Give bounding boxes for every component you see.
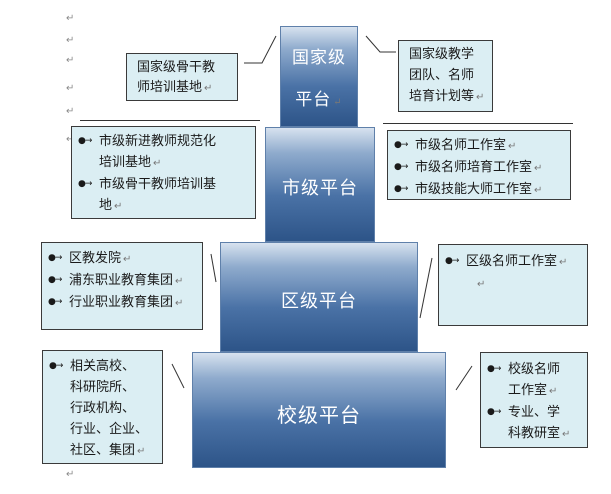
- paragraph-mark: ↵: [66, 106, 75, 117]
- list-item: 市级名师工作室↵: [388, 135, 570, 157]
- paragraph-mark: ↵: [534, 185, 543, 196]
- list-item: 相关高校、: [43, 356, 162, 377]
- paragraph-mark: ↵: [476, 92, 485, 103]
- list-item-text: 区级名师工作室: [466, 254, 558, 269]
- list-item-continued: 科研院所、: [43, 377, 162, 398]
- list-item: 校级名师: [481, 359, 587, 380]
- paragraph-mark: ↵: [123, 254, 132, 265]
- list-item-continued: 行业、企业、: [43, 419, 162, 440]
- list-item: 市级新进教师规范化: [72, 131, 255, 152]
- paragraph-mark: ↵: [66, 35, 75, 46]
- connector-district-left: [210, 253, 217, 283]
- district-right-box: 区级名师工作室↵ ↵: [438, 244, 588, 326]
- tier-school-label: 校级平台: [277, 403, 361, 427]
- list-item-text: 市级新进教师规范化: [99, 134, 217, 149]
- connector-school-left: [171, 363, 185, 389]
- national-right-note: 国家级教学 团队、名师 培育计划等↵: [398, 40, 493, 112]
- paragraph-mark: ↵: [204, 83, 213, 94]
- connector-national-left: [244, 35, 277, 64]
- paragraph-mark: ↵: [562, 429, 571, 440]
- district-left-box: 区教发院↵ 浦东职业教育集团↵ 行业职业教育集团↵: [41, 242, 203, 330]
- tier-school: 校级平台: [192, 352, 446, 468]
- paragraph-mark: ↵: [66, 469, 75, 480]
- list-item-text: 行政机构、: [70, 401, 136, 416]
- connector-school-right: [455, 365, 473, 391]
- list-item: 市级骨干教师培训基: [72, 174, 255, 195]
- paragraph-mark: ↵: [66, 13, 75, 24]
- city-right-box: 市级名师工作室↵ 市级名师培育工作室↵ 市级技能大师工作室↵: [387, 130, 571, 200]
- note-line: 国家级骨干教: [137, 60, 216, 75]
- paragraph-mark: ↵: [153, 158, 162, 169]
- connector-district-right: [419, 257, 433, 319]
- note-line: 培育计划等↵: [409, 86, 492, 108]
- note-line-text: 师培训基地: [137, 80, 203, 95]
- tier-district-label: 区级平台: [281, 291, 357, 312]
- paragraph-mark-line: ↵: [439, 273, 587, 295]
- note-line: 师培训基地↵: [137, 78, 237, 99]
- tier-national: 国家级 平台↵: [280, 26, 358, 127]
- list-item: 行业职业教育集团↵: [42, 292, 202, 314]
- tier-national-label-2: 平台↵: [281, 85, 357, 110]
- divider-right: [383, 123, 573, 124]
- paragraph-mark: ↵: [508, 141, 517, 152]
- list-item-text: 市级名师工作室: [415, 138, 507, 153]
- list-item-text: 相关高校、: [70, 359, 136, 374]
- list-item-text: 地: [99, 198, 113, 213]
- paragraph-mark: ↵: [175, 276, 184, 287]
- list-item-continued: 地↵: [72, 195, 255, 217]
- list-item-text: 社区、集团: [70, 443, 136, 458]
- list-item-text: 培训基地: [99, 155, 152, 170]
- note-line: 国家级教学: [409, 47, 475, 62]
- tier-national-label-1: 国家级: [292, 48, 346, 68]
- tier-district: 区级平台: [220, 242, 418, 352]
- list-item: 市级名师培育工作室↵: [388, 157, 570, 179]
- list-item-text: 专业、学: [508, 405, 561, 420]
- list-item-text: 工作室: [508, 383, 548, 398]
- list-item-continued: 培训基地↵: [72, 152, 255, 174]
- list-item-continued: 社区、集团↵: [43, 440, 162, 462]
- paragraph-mark: ↵: [333, 97, 343, 108]
- tier-city: 市级平台: [265, 127, 375, 242]
- paragraph-mark: ↵: [66, 135, 74, 145]
- paragraph-mark: ↵: [66, 83, 75, 94]
- list-item-continued: 行政机构、: [43, 398, 162, 419]
- note-line-text: 培育计划等: [409, 89, 475, 104]
- list-item-text: 行业职业教育集团: [69, 295, 174, 310]
- list-item-text: 市级名师培育工作室: [415, 160, 533, 175]
- paragraph-mark: ↵: [559, 257, 568, 268]
- list-item: 区级名师工作室↵: [439, 251, 587, 273]
- paragraph-mark: ↵: [477, 279, 486, 290]
- paragraph-mark: ↵: [549, 386, 558, 397]
- paragraph-mark: ↵: [137, 446, 146, 457]
- paragraph-mark: ↵: [175, 298, 184, 309]
- paragraph-mark: ↵: [114, 201, 123, 212]
- list-item: 区教发院↵: [42, 248, 202, 270]
- divider-left: [80, 120, 260, 121]
- list-item-text: 市级技能大师工作室: [415, 182, 533, 197]
- note-line: 团队、名师: [409, 68, 475, 83]
- list-item: 浦东职业教育集团↵: [42, 270, 202, 292]
- paragraph-mark: ↵: [534, 163, 543, 174]
- list-item-text: 科教研室: [508, 426, 561, 441]
- list-item-continued: 科教研室↵: [481, 423, 587, 445]
- list-item-text: 校级名师: [508, 362, 561, 377]
- list-item: 市级技能大师工作室↵: [388, 179, 570, 201]
- connector-national-right: [365, 35, 396, 53]
- list-item-text: 行业、企业、: [70, 422, 149, 437]
- list-item-text: 区教发院: [69, 251, 122, 266]
- city-left-box: 市级新进教师规范化 培训基地↵ 市级骨干教师培训基 地↵: [71, 126, 256, 219]
- paragraph-mark: ↵: [66, 55, 75, 66]
- school-right-box: 校级名师 工作室↵ 专业、学 科教研室↵: [480, 352, 588, 448]
- tier-city-label: 市级平台: [282, 178, 358, 199]
- tier-national-label-2-text: 平台: [295, 90, 332, 110]
- list-item-text: 科研院所、: [70, 380, 136, 395]
- school-left-box: 相关高校、 科研院所、 行政机构、 行业、企业、 社区、集团↵: [42, 350, 163, 464]
- national-left-note: 国家级骨干教 师培训基地↵: [126, 53, 238, 101]
- list-item-continued: 工作室↵: [481, 380, 587, 402]
- list-item: 专业、学: [481, 402, 587, 423]
- list-item-text: 市级骨干教师培训基: [99, 177, 217, 192]
- list-item-text: 浦东职业教育集团: [69, 273, 174, 288]
